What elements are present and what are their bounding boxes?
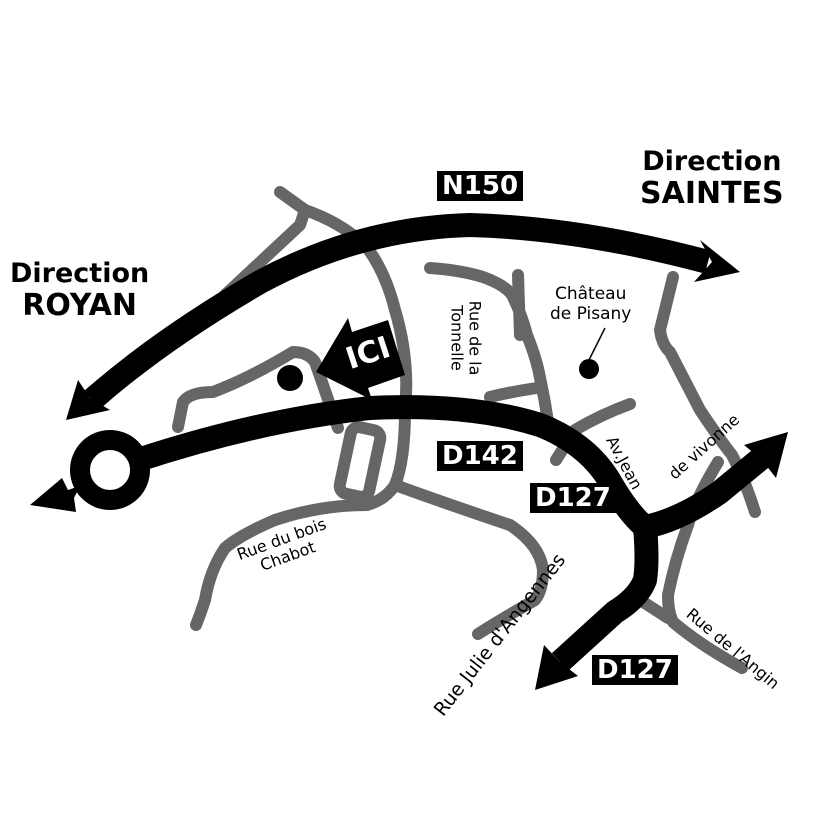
badge-d127-south: D127	[592, 655, 678, 685]
direction-royan: Direction ROYAN	[10, 258, 149, 323]
landmark-line1: Château	[554, 284, 627, 304]
direction-royan-line1: Direction	[10, 258, 150, 289]
arrow-head-royan	[66, 380, 110, 420]
here-location-dot	[277, 365, 303, 391]
road-tonnelle-spur	[512, 269, 526, 341]
roundabout	[70, 430, 150, 510]
direction-saintes-line1: Direction	[642, 146, 782, 177]
arrow-head-saintes	[694, 240, 740, 282]
road-south-east	[389, 479, 549, 640]
badge-d127-north: D127	[530, 483, 616, 513]
badge-n150: N150	[437, 171, 524, 201]
arrow-head-d127-south	[535, 645, 578, 690]
landmark-chateau-de-pisany: Château de Pisany	[550, 284, 631, 324]
street-rue-de-la-tonnelle: Rue de la Tonnelle	[447, 300, 485, 376]
route-d127-east	[642, 445, 773, 539]
direction-saintes: Direction SAINTES	[640, 146, 784, 211]
road-north-west	[219, 186, 311, 301]
direction-saintes-line2: SAINTES	[640, 176, 784, 211]
street-tonnelle-line2: Tonnelle	[447, 305, 467, 371]
road-parking	[333, 421, 387, 503]
road-bois-chabot	[190, 499, 373, 631]
here-arrow-shape	[316, 318, 405, 400]
road-tonnelle-link	[484, 382, 543, 403]
arrow-head-vivonne	[744, 432, 788, 478]
route-n150	[84, 213, 712, 409]
direction-royan-line2: ROYAN	[22, 288, 137, 323]
landmark-line2: de Pisany	[550, 304, 632, 324]
arrow-head-roundabout-exit	[30, 478, 80, 512]
chateau-leader-line	[588, 327, 606, 361]
chateau-dot	[579, 359, 599, 379]
route-d127-south	[551, 525, 659, 671]
road-ici-loop	[172, 346, 344, 434]
badge-d142: D142	[437, 441, 523, 471]
street-tonnelle-line1: Rue de la	[465, 300, 485, 376]
